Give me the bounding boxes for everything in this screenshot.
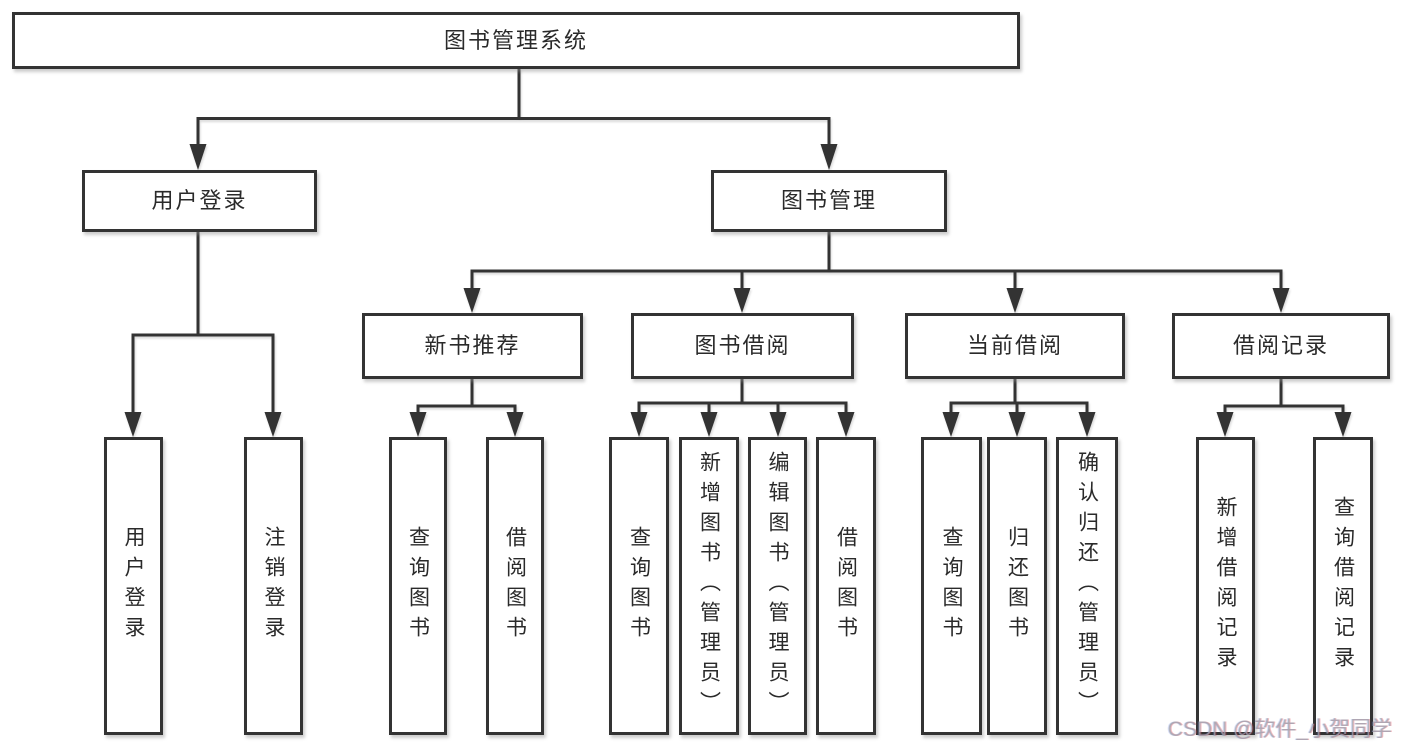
node-leaf-return-book: 归还图书 xyxy=(987,437,1047,735)
node-current-borrow: 当前借阅 xyxy=(905,313,1125,379)
node-leaf-query-book-1-label: 查询图书 xyxy=(406,526,430,646)
node-leaf-user-login: 用户登录 xyxy=(104,437,163,735)
node-leaf-confirm-return-label: 确认归还（管理员） xyxy=(1075,451,1099,721)
node-borrow-records-label: 借阅记录 xyxy=(1232,333,1329,358)
node-book-mgmt: 图书管理 xyxy=(711,170,947,232)
node-leaf-add-book-label: 新增图书（管理员） xyxy=(697,451,721,721)
node-leaf-user-login-label: 用户登录 xyxy=(122,526,145,646)
node-leaf-query-book-3: 查询图书 xyxy=(921,437,982,735)
arrowheads xyxy=(124,144,1352,437)
node-leaf-borrow-book-2-label: 借阅图书 xyxy=(834,526,858,646)
node-book-borrow: 图书借阅 xyxy=(631,313,854,379)
node-leaf-return-book-label: 归还图书 xyxy=(1005,526,1029,646)
node-leaf-edit-book: 编辑图书（管理员） xyxy=(748,437,807,735)
node-leaf-logout-label: 注销登录 xyxy=(262,526,285,646)
node-leaf-query-book-2: 查询图书 xyxy=(609,437,669,735)
node-root-label: 图书管理系统 xyxy=(443,27,588,53)
node-leaf-query-book-2-label: 查询图书 xyxy=(627,526,651,646)
node-leaf-borrow-book-1: 借阅图书 xyxy=(486,437,544,735)
node-leaf-query-book-1: 查询图书 xyxy=(389,437,447,735)
node-leaf-query-record-label: 查询借阅记录 xyxy=(1331,496,1355,676)
csdn-watermark: CSDN @软件_小贺同学 xyxy=(1167,718,1392,741)
node-leaf-add-record: 新增借阅记录 xyxy=(1196,437,1255,735)
node-leaf-add-book: 新增图书（管理员） xyxy=(679,437,739,735)
node-leaf-confirm-return: 确认归还（管理员） xyxy=(1056,437,1118,735)
node-book-borrow-label: 图书借阅 xyxy=(694,333,791,358)
node-leaf-edit-book-label: 编辑图书（管理员） xyxy=(766,451,789,721)
node-leaf-add-record-label: 新增借阅记录 xyxy=(1214,496,1237,676)
node-borrow-records: 借阅记录 xyxy=(1172,313,1390,379)
node-leaf-borrow-book-1-label: 借阅图书 xyxy=(503,526,527,646)
node-leaf-borrow-book-2: 借阅图书 xyxy=(816,437,876,735)
node-leaf-logout: 注销登录 xyxy=(244,437,303,735)
node-new-book-rec: 新书推荐 xyxy=(362,313,583,379)
node-book-mgmt-label: 图书管理 xyxy=(780,188,877,213)
node-current-borrow-label: 当前借阅 xyxy=(966,333,1063,358)
node-new-book-rec-label: 新书推荐 xyxy=(424,333,521,358)
node-user-login: 用户登录 xyxy=(82,170,317,232)
node-leaf-query-book-3-label: 查询图书 xyxy=(940,526,963,646)
node-leaf-query-record: 查询借阅记录 xyxy=(1313,437,1373,735)
node-user-login-label: 用户登录 xyxy=(151,188,248,213)
node-root: 图书管理系统 xyxy=(12,12,1020,69)
